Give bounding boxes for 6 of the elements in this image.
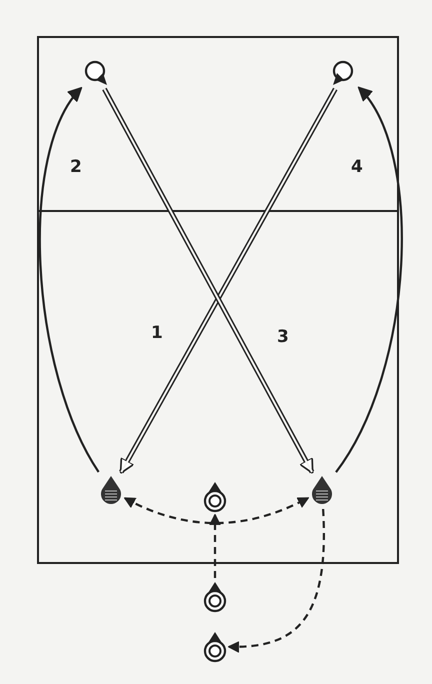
player-marker [99,474,123,507]
player-marker [203,630,227,663]
player-marker [310,474,334,507]
player-marker [83,60,109,87]
player-marker [203,480,227,513]
player-marker [203,580,227,613]
